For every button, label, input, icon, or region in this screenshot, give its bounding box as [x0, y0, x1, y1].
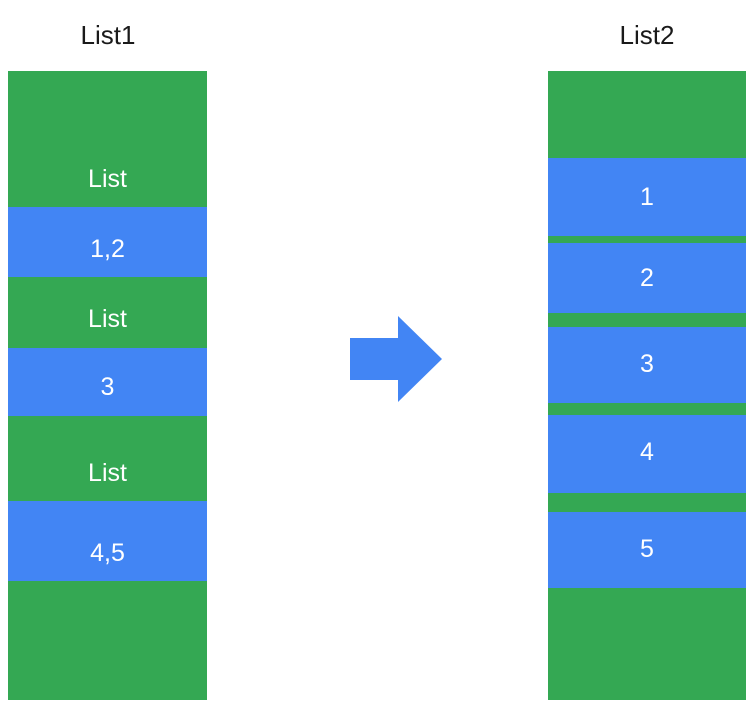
list2-band-blue-2	[548, 243, 746, 313]
list2-band-blue-1	[548, 158, 746, 236]
list2-label-4: 4	[640, 438, 654, 466]
list2-title: List2	[619, 20, 675, 50]
list2-label-3: 3	[640, 350, 654, 378]
list1-column: List 1,2 List 3 List 4,5	[8, 71, 207, 700]
list1-band-blue-1	[8, 207, 207, 277]
list2-label-2: 2	[640, 264, 654, 292]
list2-band-blue-3	[548, 327, 746, 403]
list1-label-list-3: List	[88, 459, 127, 487]
list2-column: 1 2 3 4 5	[548, 71, 746, 700]
list2-band-green-6	[548, 588, 746, 700]
list1-band-blue-2	[8, 348, 207, 416]
list2-band-blue-4	[548, 415, 746, 493]
list1-label-list-2: List	[88, 305, 127, 333]
list2-band-green-3	[548, 313, 746, 327]
list1-label-list-1: List	[88, 165, 127, 193]
list1-title: List1	[80, 20, 136, 50]
list1-band-green-2	[8, 277, 207, 348]
list2-band-blue-5	[548, 512, 746, 588]
list2-band-green-4	[548, 403, 746, 415]
list1-label-values-2: 3	[100, 373, 115, 401]
list2-band-green-1	[548, 71, 746, 158]
list1-band-green-3	[8, 416, 207, 501]
right-arrow-icon	[350, 316, 442, 402]
list2-band-green-5	[548, 493, 746, 512]
list1-label-values-3: 4,5	[90, 539, 125, 567]
list1-band-green-1	[8, 71, 207, 207]
list1-band-green-4	[8, 581, 207, 651]
list2-band-green-2	[548, 236, 746, 243]
list1-band-green-5	[8, 651, 207, 700]
list2-label-5: 5	[640, 535, 654, 563]
list1-band-blue-3	[8, 501, 207, 581]
list2-label-1: 1	[640, 183, 654, 211]
list1-label-values-1: 1,2	[90, 235, 125, 263]
